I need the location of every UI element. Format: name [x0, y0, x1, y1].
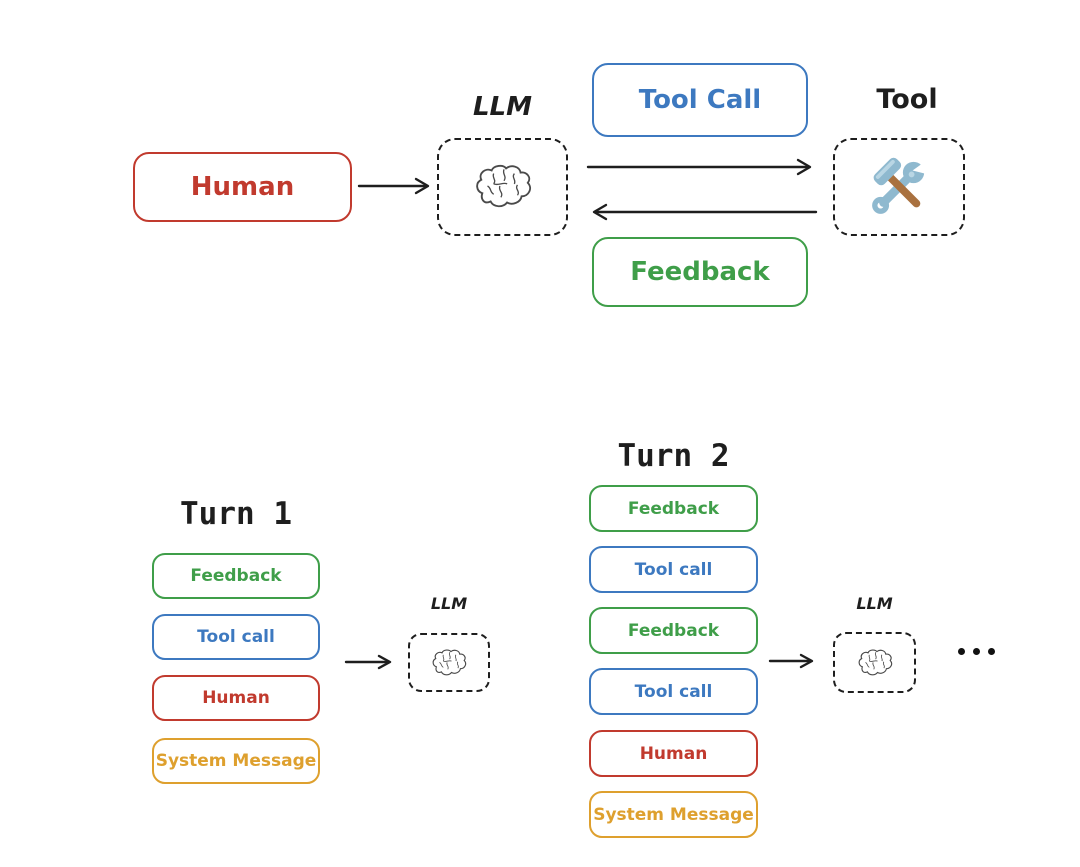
llm-node	[437, 138, 568, 236]
brain-sketch-icon	[856, 648, 894, 678]
continuation-ellipsis	[958, 648, 995, 655]
feedback-box: Feedback	[592, 237, 808, 307]
message-label: Tool call	[634, 559, 713, 580]
message-label: Feedback	[627, 498, 720, 519]
message-label: System Message	[155, 751, 317, 771]
turn2-llm-node	[833, 632, 916, 693]
arrow-turn2-to-llm	[768, 653, 814, 669]
human-box: Human	[133, 152, 352, 222]
brain-sketch-icon	[430, 648, 468, 678]
human-label: Human	[190, 172, 295, 202]
message-label: Feedback	[627, 620, 720, 641]
message-label: System Message	[593, 804, 754, 825]
tool-node-label: Tool	[876, 84, 938, 115]
hammer-and-wrench-icon	[868, 156, 930, 218]
message-label: Feedback	[190, 566, 282, 586]
arrow-llm-to-tool	[586, 158, 812, 176]
arrow-tool-to-llm	[592, 203, 818, 221]
turn1-message-tool-call: Tool call	[152, 614, 320, 660]
turn2-message-feedback-1: Feedback	[589, 485, 758, 532]
turn2-title: Turn 2	[617, 438, 730, 474]
turn2-message-human: Human	[589, 730, 758, 777]
tool-call-box: Tool Call	[592, 63, 808, 137]
turn1-message-human: Human	[152, 675, 320, 721]
turn2-message-system: System Message	[589, 791, 758, 838]
arrow-human-to-llm	[357, 177, 430, 195]
turn2-message-tool-call-1: Tool call	[589, 546, 758, 593]
llm-node-label: LLM	[472, 92, 532, 122]
turn1-message-system: System Message	[152, 738, 320, 784]
arrow-turn1-to-llm	[344, 654, 392, 670]
turn2-message-feedback-2: Feedback	[589, 607, 758, 654]
message-label: Human	[639, 743, 708, 764]
turn1-llm-label: LLM	[430, 594, 468, 613]
tool-node	[833, 138, 965, 236]
turn2-message-tool-call-2: Tool call	[589, 668, 758, 715]
tool-call-label: Tool Call	[638, 85, 762, 115]
message-label: Human	[202, 688, 270, 708]
message-label: Tool call	[634, 681, 713, 702]
feedback-label: Feedback	[630, 257, 770, 287]
turn1-message-feedback: Feedback	[152, 553, 320, 599]
brain-sketch-icon	[472, 163, 534, 211]
turn2-llm-label: LLM	[856, 594, 893, 613]
message-label: Tool call	[197, 627, 275, 647]
turn1-title: Turn 1	[180, 496, 292, 532]
turn1-llm-node	[408, 633, 490, 692]
